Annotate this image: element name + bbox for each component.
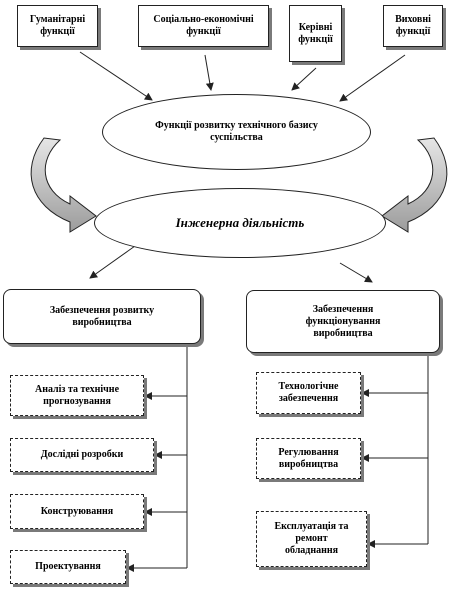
box-equipment-maintenance: Експлуатація та ремонт обладнання (256, 511, 367, 567)
label-analysis-forecasting: Аналіз та технічне прогнозування (34, 383, 120, 407)
box-socioeconomic-functions: Соціально-економічні функції (138, 5, 269, 47)
curved-arrow-left (30, 137, 97, 233)
label-technological-support: Технологічне забезпечення (278, 381, 339, 404)
label-educational-functions: Виховні функції (395, 14, 431, 37)
arrow-socioeconomic-to-base (204, 54, 214, 91)
label-humanitarian-functions: Гуманітарні функції (29, 14, 86, 37)
box-managerial-functions: Керівні функції (289, 5, 342, 62)
label-production-functioning: Забезпечення функціонування виробництва (305, 303, 381, 339)
label-project-engineering: Проектування (35, 561, 101, 572)
box-production-functioning: Забезпечення функціонування виробництва (246, 290, 440, 353)
label-research-development: Дослідні розробки (40, 449, 124, 460)
box-technological-support: Технологічне забезпечення (256, 372, 361, 414)
label-equipment-maintenance: Експлуатація та ремонт обладнання (274, 521, 349, 556)
curved-arrow-right (381, 137, 448, 233)
label-managerial-functions: Керівні функції (298, 21, 333, 45)
label-engineering-activity: Інженерна діяльність (175, 215, 305, 230)
label-production-regulation: Регулювання виробництва (278, 446, 339, 470)
box-construction-design: Конструювання (10, 494, 144, 529)
label-production-development: Забезпечення розвитку виробництва (49, 304, 155, 328)
arrow-engineering-to-left-branch (89, 245, 136, 279)
ellipse-technical-base-functions: Функції розвитку технічного базису суспі… (102, 94, 371, 170)
arrow-humanitarian-to-base (79, 51, 153, 101)
box-research-development: Дослідні розробки (10, 438, 154, 472)
box-production-regulation: Регулювання виробництва (256, 438, 361, 479)
arrow-engineering-to-right-branch (339, 262, 373, 283)
box-project-engineering: Проектування (10, 550, 126, 584)
box-production-development: Забезпечення розвитку виробництва (3, 289, 201, 344)
box-educational-functions: Виховні функції (383, 5, 443, 47)
arrow-educational-to-base (339, 54, 406, 102)
box-humanitarian-functions: Гуманітарні функції (17, 5, 98, 47)
label-socioeconomic-functions: Соціально-економічні функції (153, 14, 254, 37)
box-analysis-forecasting: Аналіз та технічне прогнозування (10, 375, 144, 416)
arrow-managerial-to-base (291, 67, 317, 91)
label-technical-base-functions: Функції розвитку технічного базису суспі… (155, 120, 318, 143)
ellipse-engineering-activity: Інженерна діяльність (94, 188, 386, 258)
label-construction-design: Конструювання (40, 505, 114, 517)
